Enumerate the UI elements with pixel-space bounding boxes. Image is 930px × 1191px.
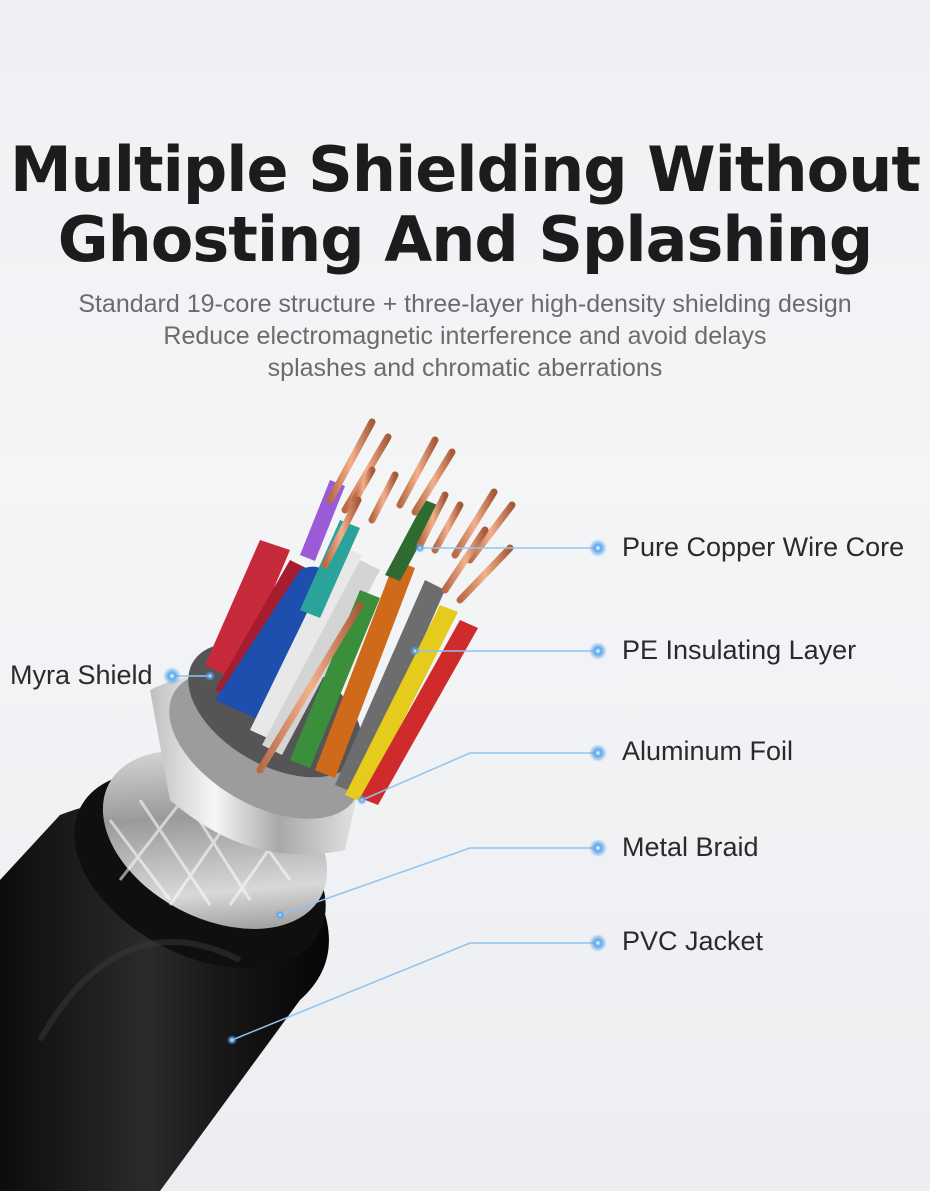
headline-line-2: Ghosting And Splashing (57, 203, 874, 276)
callout-dots (163, 539, 607, 1045)
subtitle-line-3: splashes and chromatic aberrations (267, 354, 663, 382)
label-aluminum-foil: Aluminum Foil (622, 736, 794, 766)
label-pe-insulating-layer: PE Insulating Layer (622, 635, 857, 665)
headline-line-1: Multiple Shielding Without (9, 133, 921, 206)
copper-strands (256, 418, 516, 774)
callout-lines (172, 547, 598, 1041)
label-pure-copper-wire-core: Pure Copper Wire Core (622, 532, 905, 562)
subtitle-line-2: Reduce electromagnetic interference and … (163, 322, 767, 350)
label-pvc-jacket: PVC Jacket (622, 926, 764, 956)
label-metal-braid: Metal Braid (622, 832, 759, 862)
label-myra-shield: Myra Shield (10, 660, 153, 690)
conductor-bundle (188, 480, 478, 805)
subtitle-line-1: Standard 19-core structure + three-layer… (78, 290, 852, 318)
